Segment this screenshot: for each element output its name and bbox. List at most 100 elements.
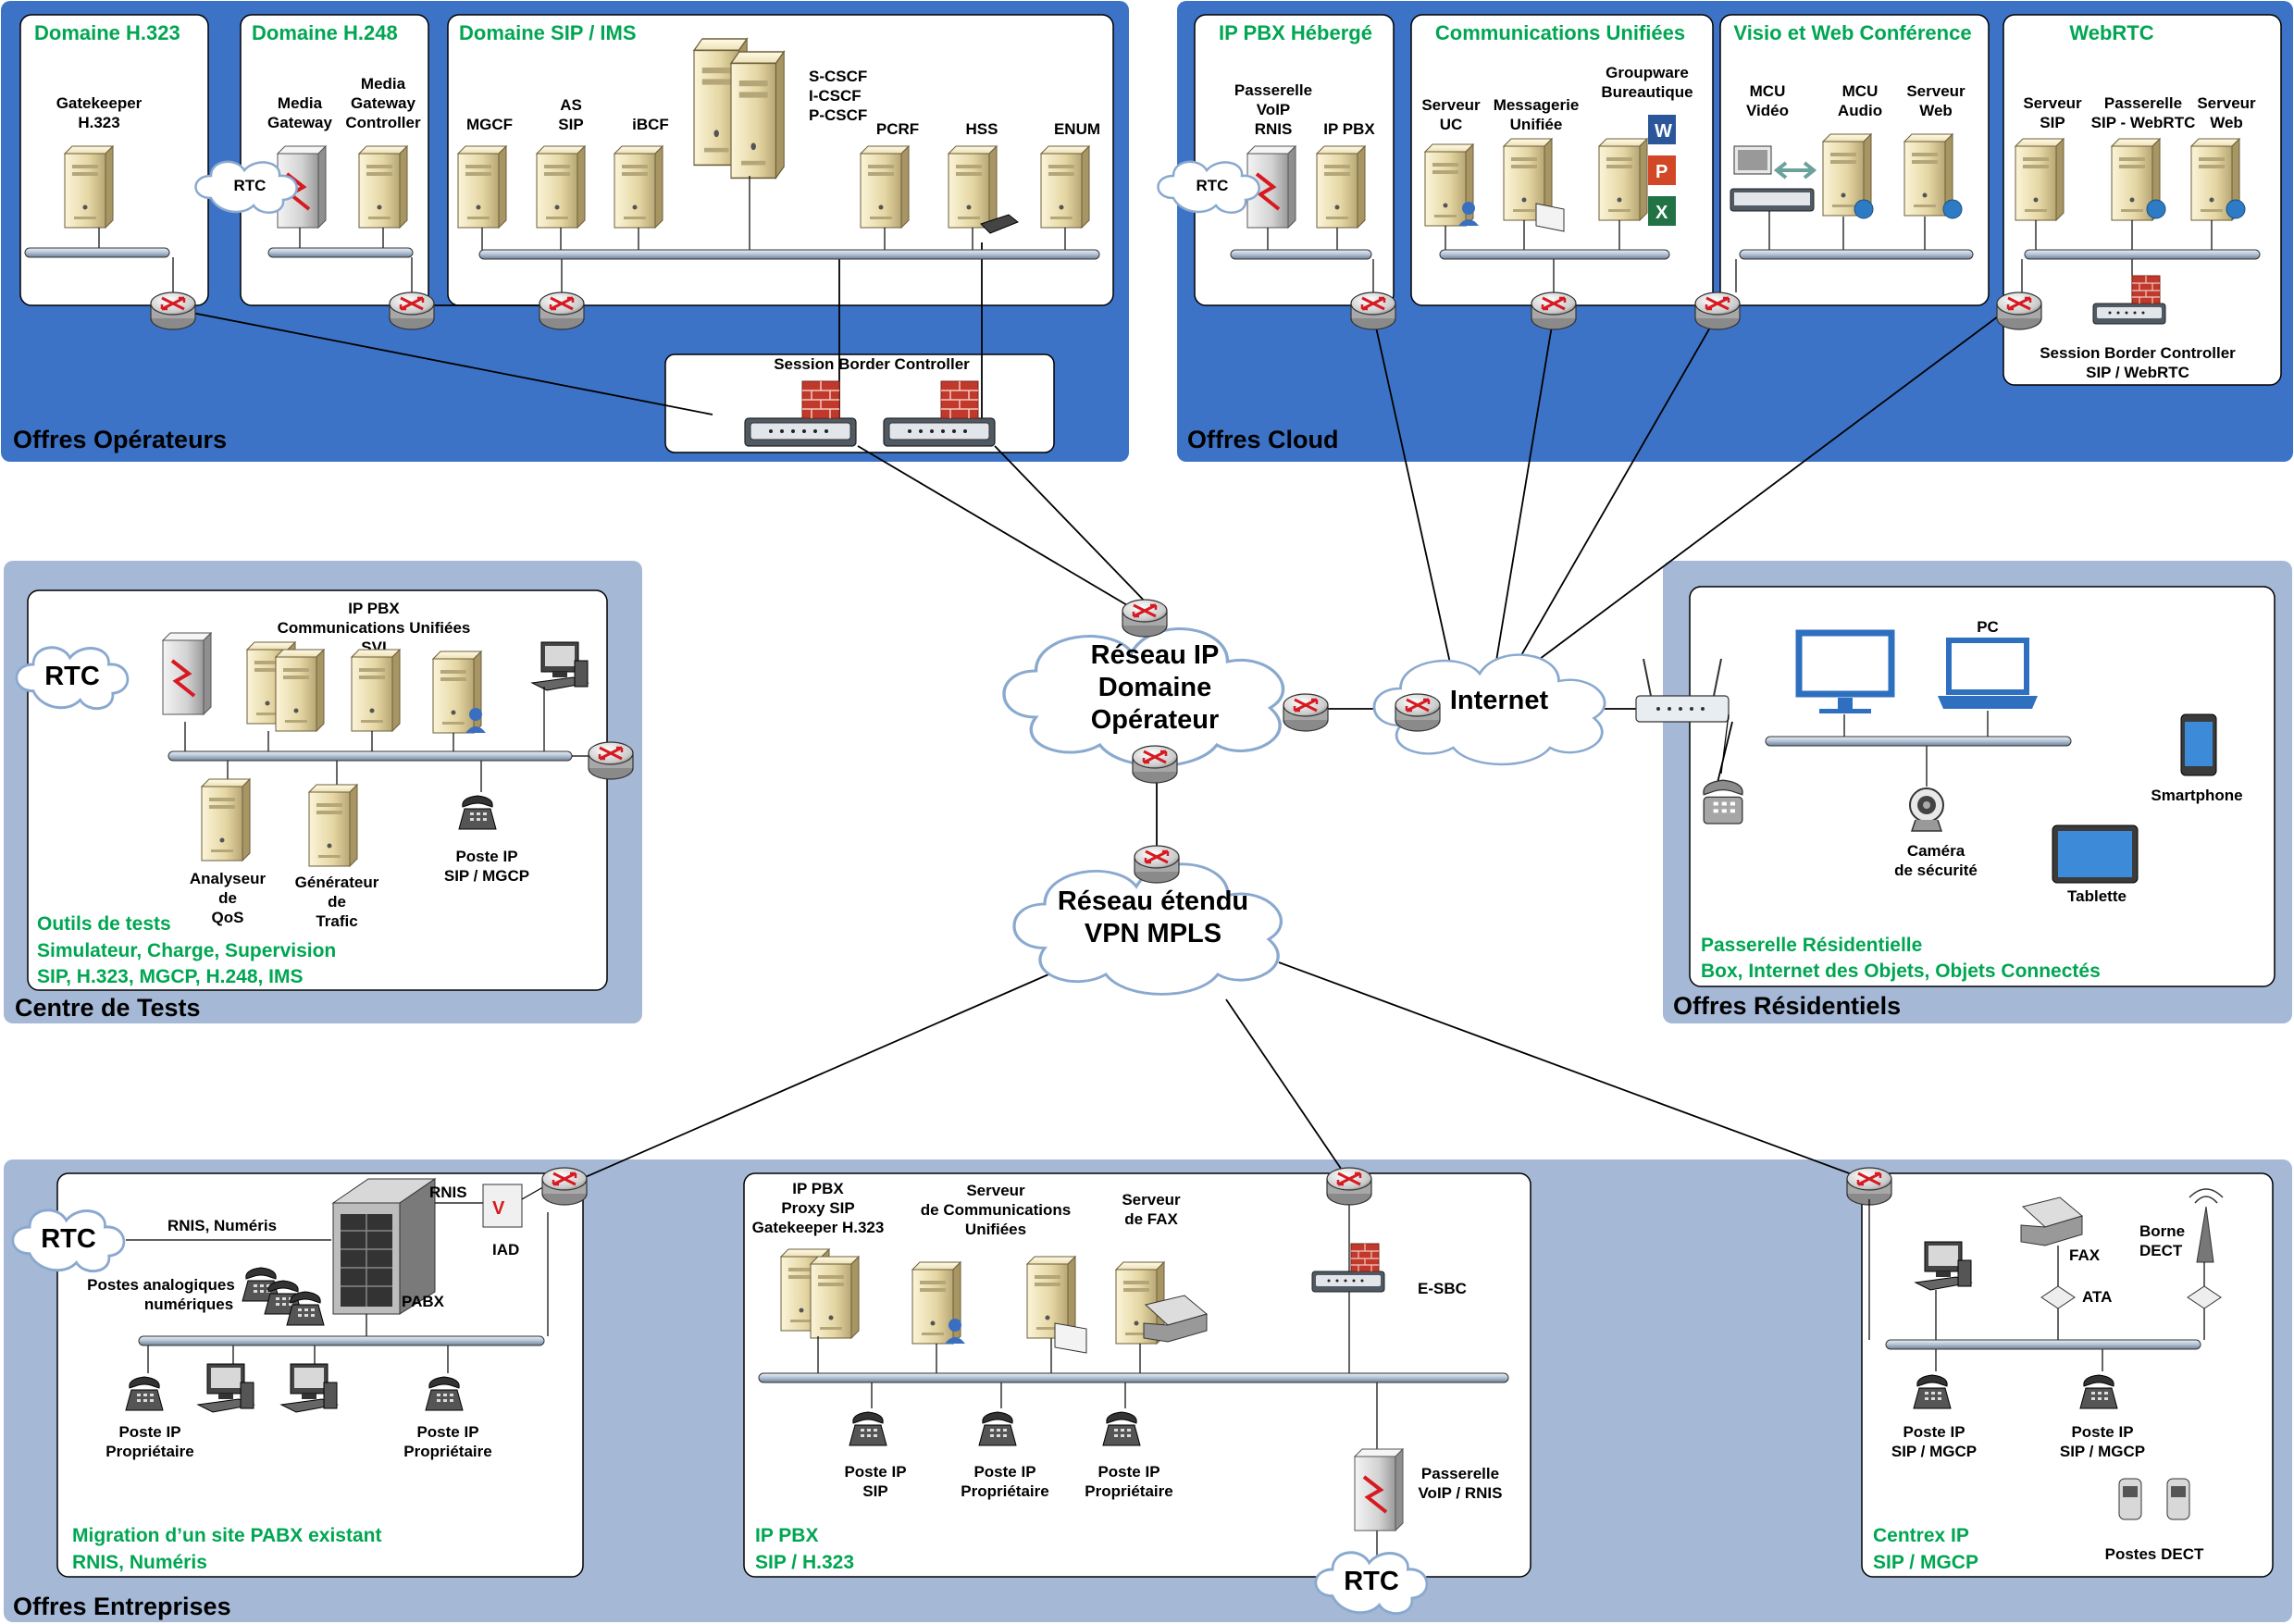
as-server-icon	[536, 145, 586, 229]
ent-pbx-label-3: Gatekeeper H.323	[752, 1219, 885, 1236]
ata-icon	[2040, 1285, 2076, 1309]
mpls-label-1: Réseau étendu	[1058, 886, 1248, 916]
svg-text:W: W	[1655, 121, 1672, 142]
centrex-desc-1: Centrex IP	[1873, 1525, 1969, 1546]
offres-entreprises-title: Offres Entreprises	[13, 1593, 231, 1620]
centrex-desc-2: SIP / MGCP	[1873, 1552, 1978, 1573]
camera-label-2: de sécurité	[1894, 862, 1978, 879]
postes-analogiques-label-1: Postes analogiques	[87, 1276, 235, 1294]
h248-title: Domaine H.248	[252, 21, 398, 44]
h323-router-icon	[149, 291, 197, 331]
centrex-p1-label-2: SIP / MGCP	[1891, 1443, 1977, 1460]
sbc-label: Session Border Controller	[774, 355, 970, 373]
webrtc-sip-label-2: SIP	[2040, 114, 2065, 131]
visio-web-label-1: Serveur	[1906, 82, 1965, 100]
home-phone-icon	[1703, 779, 1743, 824]
ent-ippbx-desc-1: IP PBX	[755, 1525, 818, 1546]
ent-gw-label-2: VoIP / RNIS	[1418, 1484, 1502, 1502]
ent-ip-phone-2-icon	[978, 1411, 1017, 1446]
rnis-label: RNIS	[429, 1184, 467, 1201]
gatekeeper-server-icon	[64, 145, 114, 229]
qos-label-3: QoS	[212, 909, 244, 926]
mgcf-label: MGCF	[466, 116, 513, 133]
webrtc-web-label-2: Web	[2210, 114, 2243, 131]
ibcf-server-icon	[614, 145, 663, 229]
residential-box-router-icon	[1635, 658, 1730, 723]
tests-desc-3: SIP, H.323, MGCP, H.248, IMS	[37, 966, 304, 987]
mgc-label-2: Gateway	[351, 94, 415, 112]
mpls-label-2: VPN MPLS	[1085, 919, 1221, 948]
webrtc-sbc-label-2: SIP / WebRTC	[2086, 364, 2189, 381]
mgc-label-1: Media	[361, 75, 406, 93]
ibcf-label: iBCF	[632, 116, 669, 133]
ent-gw-label-1: Passerelle	[1421, 1465, 1499, 1482]
mcu-video-icon	[1730, 145, 1817, 212]
mcu-video-label-1: MCU	[1750, 82, 1786, 100]
groupware-server-icon	[1598, 138, 1648, 221]
ent-pbx-label-1: IP PBX	[792, 1180, 844, 1197]
webrtc-gw-label-1: Passerelle	[2104, 94, 2182, 112]
reseau-ip-label-3: Opérateur	[1091, 705, 1220, 735]
pabx-poste1-label-1: Poste IP	[118, 1423, 180, 1441]
iad-label: IAD	[492, 1241, 519, 1258]
office-powerpoint-icon: P	[1648, 155, 1676, 185]
ent-uc-label-3: Unifiées	[965, 1221, 1026, 1238]
ippbx-heberge-lan-bus	[1230, 249, 1372, 260]
as-label-1: AS	[560, 96, 582, 114]
webrtc-router-icon	[1995, 291, 2043, 331]
camera-icon	[1909, 787, 1944, 832]
cloud-rtc-label: RTC	[1197, 177, 1229, 194]
svg-text:V: V	[492, 1198, 505, 1219]
webrtc-sip-server-icon	[2015, 138, 2065, 221]
ent-rtc-label: RTC	[1344, 1567, 1399, 1596]
tests-lan-bus	[167, 750, 573, 762]
centre-de-tests-title: Centre de Tests	[15, 994, 201, 1022]
pabx-icon	[331, 1178, 437, 1315]
cscf-server-cluster-icon	[693, 38, 785, 180]
centrex-lan-bus	[1885, 1339, 2201, 1350]
pabx-desc-2: RNIS, Numéris	[72, 1552, 207, 1573]
centrex-p2-label-1: Poste IP	[2071, 1423, 2133, 1441]
ent-uc-user-icon	[945, 1319, 965, 1344]
ent-p1-label-1: Poste IP	[844, 1463, 906, 1481]
pabx-poste1-label-2: Propriétaire	[105, 1443, 193, 1460]
serveur-uc-label-1: Serveur	[1421, 96, 1481, 114]
postes-analogiques-label-2: numériques	[144, 1295, 233, 1313]
groupware-label-1: Groupware	[1606, 64, 1689, 81]
sip-ims-title: Domaine SIP / IMS	[459, 21, 637, 44]
visio-lan-bus	[1739, 249, 1974, 260]
esbc-label: E-SBC	[1418, 1280, 1467, 1297]
ent-voip-gateway-icon	[1353, 1447, 1405, 1532]
ent-fax-label-1: Serveur	[1122, 1191, 1181, 1209]
tests-pbx-label-1: IP PBX	[348, 600, 400, 617]
ent-pbx-label-2: Proxy SIP	[781, 1199, 854, 1217]
pabx-ip-phone-2-icon	[425, 1376, 464, 1411]
sip-hss-keyboard-icon	[980, 214, 1019, 234]
gatekeeper-label-1: Gatekeeper	[56, 94, 143, 112]
pcrf-label: PCRF	[876, 120, 919, 138]
centrex-p2-label-2: SIP / MGCP	[2060, 1443, 2145, 1460]
laptop-icon	[1938, 638, 2038, 709]
office-excel-icon: X	[1648, 196, 1676, 226]
ent-uc-label-2: de Communications	[921, 1201, 1071, 1219]
dect-base-icon	[2187, 1188, 2224, 1309]
h248-router-icon	[388, 291, 436, 331]
ent-pbx-server-2-icon	[810, 1256, 860, 1339]
ent-ippbx-desc-2: SIP / H.323	[755, 1552, 854, 1573]
cloud-ip-pbx-server-icon	[1316, 145, 1366, 229]
postes-dect-label: Postes DECT	[2105, 1545, 2204, 1563]
ent-p2-label-1: Poste IP	[973, 1463, 1035, 1481]
rnis-numeris-label: RNIS, Numéris	[167, 1217, 277, 1234]
centrex-p1-label-1: Poste IP	[1903, 1423, 1965, 1441]
centrex-ip-phone-2-icon	[2079, 1374, 2118, 1409]
tests-poste-label-2: SIP / MGCP	[444, 867, 529, 885]
tests-rtc-label: RTC	[44, 662, 100, 691]
fax-machine-icon	[1143, 1295, 1209, 1343]
mcu-audio-label-1: MCU	[1842, 82, 1879, 100]
tests-desc-2: Simulateur, Charge, Supervision	[37, 940, 336, 961]
h323-lan-bus	[24, 247, 170, 258]
offres-operateurs-title: Offres Opérateurs	[13, 426, 227, 453]
residentiels-lan-bus	[1765, 736, 2072, 747]
qos-label-2: de	[218, 889, 237, 907]
tablet-icon	[2052, 824, 2139, 884]
